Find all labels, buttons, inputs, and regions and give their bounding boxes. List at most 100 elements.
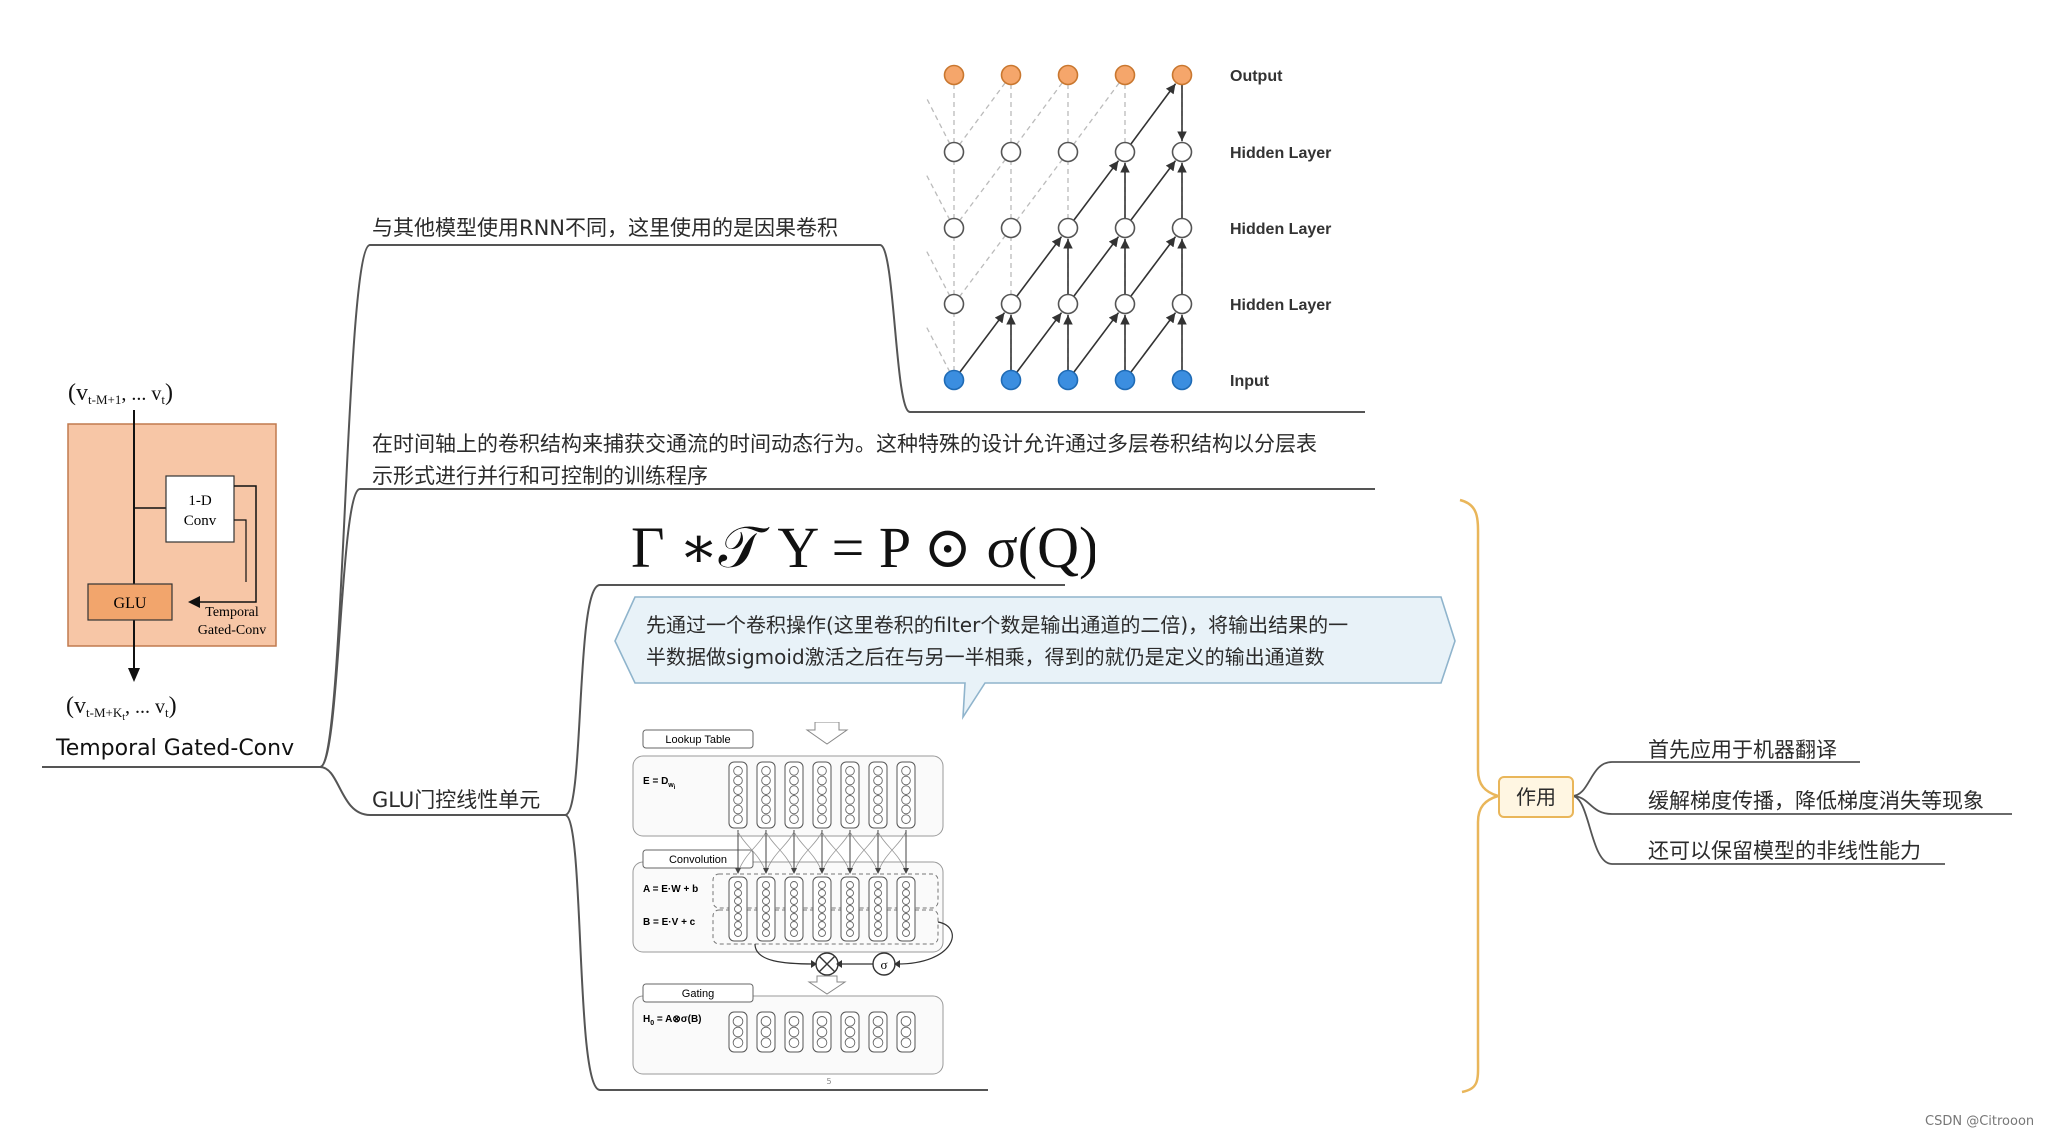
sigma-label: σ: [880, 957, 887, 972]
gating-tag: [642, 983, 754, 1003]
convolution-tag: [642, 849, 754, 869]
tgc-output-label: (vt-M+Kt, ... vt): [66, 693, 177, 723]
feature-column: [896, 761, 916, 829]
layer-label: Hidden Layer: [1230, 145, 1331, 162]
feature-column: [868, 1011, 888, 1053]
layer-label: Input: [1230, 373, 1270, 390]
dependency-arrow: [1130, 83, 1177, 145]
feature-column: [840, 876, 860, 942]
input-node: [1171, 369, 1193, 391]
hidden-node: [1171, 217, 1193, 239]
feature-column: [784, 761, 804, 829]
gating-label: Gating: [682, 988, 714, 1000]
function-bracket: [1459, 498, 1503, 1094]
feature-column: [728, 761, 748, 829]
dependency-arrow: [1130, 236, 1177, 297]
temporal-label-2: Gated-Conv: [198, 623, 266, 638]
tgc-input-label: (vt-M+1, ... vt): [68, 380, 173, 407]
feature-column: [728, 876, 748, 942]
tgc-figure: (vt-M+1, ... vt) 1-D Conv GLU Temporal G…: [66, 380, 277, 723]
callout-bubble: [614, 596, 1456, 720]
conv-label-2: Conv: [184, 513, 217, 529]
hidden-node: [1114, 293, 1136, 315]
convolution-label: Convolution: [669, 854, 727, 866]
lookup-eq: E = Dwi: [643, 776, 676, 791]
feature-column: [756, 1011, 776, 1053]
dependency-arrow: [1016, 236, 1063, 297]
callout-line-1: 先通过一个卷积操作(这里卷积的filter个数是输出通道的二倍)，将输出结果的一: [646, 613, 1349, 637]
formula-text: Γ ∗𝒯 Y = P ⊙ σ(Q): [631, 515, 1095, 580]
hidden-node: [943, 217, 965, 239]
layer-label: Hidden Layer: [1230, 297, 1331, 314]
feature-column: [812, 876, 832, 942]
feature-column: [812, 1011, 832, 1053]
output-node: [1114, 64, 1136, 86]
connector-glu: [319, 766, 565, 816]
feature-column: [896, 1011, 916, 1053]
feature-column: [812, 761, 832, 829]
connector-item-2: [1571, 795, 2012, 815]
hidden-node: [1057, 141, 1079, 163]
page-number: 5: [826, 1077, 831, 1086]
dependency-arrow: [1016, 312, 1063, 373]
hidden-node: [1057, 217, 1079, 239]
hidden-node: [1000, 293, 1022, 315]
conv-eq-b: B = E·V + c: [643, 917, 696, 928]
feature-column: [868, 761, 888, 829]
dependency-arrow: [1073, 312, 1120, 373]
output-node: [1171, 64, 1193, 86]
output-node: [1000, 64, 1022, 86]
output-node: [1057, 64, 1079, 86]
hidden-node: [1171, 293, 1193, 315]
hidden-node: [1000, 141, 1022, 163]
layer-label: Hidden Layer: [1230, 221, 1331, 238]
input-node: [1114, 369, 1136, 391]
feature-column: [784, 876, 804, 942]
dependency-arrow: [1073, 160, 1120, 221]
connector-formula: [564, 584, 1065, 816]
temporal-label-1: Temporal: [205, 605, 259, 620]
input-node: [1000, 369, 1022, 391]
function-item-1: 首先应用于机器翻译: [1648, 738, 1837, 762]
branch-causal-conv: 与其他模型使用RNN不同，这里使用的是因果卷积: [372, 216, 839, 240]
input-node: [943, 369, 965, 391]
connector-glu-figure: [564, 814, 988, 1091]
hidden-node: [1000, 217, 1022, 239]
function-item-2: 缓解梯度传播，降低梯度消失等现象: [1648, 789, 1984, 813]
lookup-label: Lookup Table: [665, 734, 730, 746]
feature-column: [728, 1011, 748, 1053]
feature-column: [896, 876, 916, 942]
connector-item-3: [1571, 795, 1945, 865]
glu-formula: Γ ∗𝒯 Y = P ⊙ σ(Q): [631, 515, 1095, 580]
hidden-node: [1114, 141, 1136, 163]
callout-line-2: 半数据做sigmoid激活之后在与另一半相乘，得到的就仍是定义的输出通道数: [646, 645, 1325, 669]
function-tag: 作用: [1498, 776, 1574, 818]
glu-architecture-figure: Lookup Table E = Dwi Convolution A = E·W…: [632, 722, 953, 1086]
branch-glu: GLU门控线性单元: [372, 788, 541, 812]
glu-label: GLU: [114, 595, 147, 612]
feature-column: [840, 761, 860, 829]
conv-1d-box: [165, 475, 235, 543]
feature-column: [756, 876, 776, 942]
hidden-node: [943, 293, 965, 315]
layer-label: Output: [1230, 68, 1283, 85]
conv-eq-a: A = E·W + b: [643, 884, 698, 895]
dependency-arrow: [1073, 236, 1120, 297]
dependency-arrow: [959, 312, 1006, 373]
output-node: [943, 64, 965, 86]
connector-item-1: [1571, 761, 1860, 797]
function-item-3: 还可以保留模型的非线性能力: [1648, 839, 1921, 863]
feature-column: [756, 761, 776, 829]
glu-callout: [614, 596, 1456, 720]
connector-temporal: [319, 488, 1375, 768]
lookup-tag: [642, 729, 754, 749]
branch-temporal-line-1: 在时间轴上的卷积结构来捕获交通流的时间动态行为。这种特殊的设计允许通过多层卷积结…: [372, 432, 1317, 456]
root-label: Temporal Gated-Conv: [56, 736, 295, 761]
conv-label-1: 1-D: [188, 493, 211, 509]
gating-eq: H0 = A⊗σ(B): [643, 1014, 702, 1027]
input-node: [1057, 369, 1079, 391]
hidden-node: [1114, 217, 1136, 239]
feature-column: [840, 1011, 860, 1053]
